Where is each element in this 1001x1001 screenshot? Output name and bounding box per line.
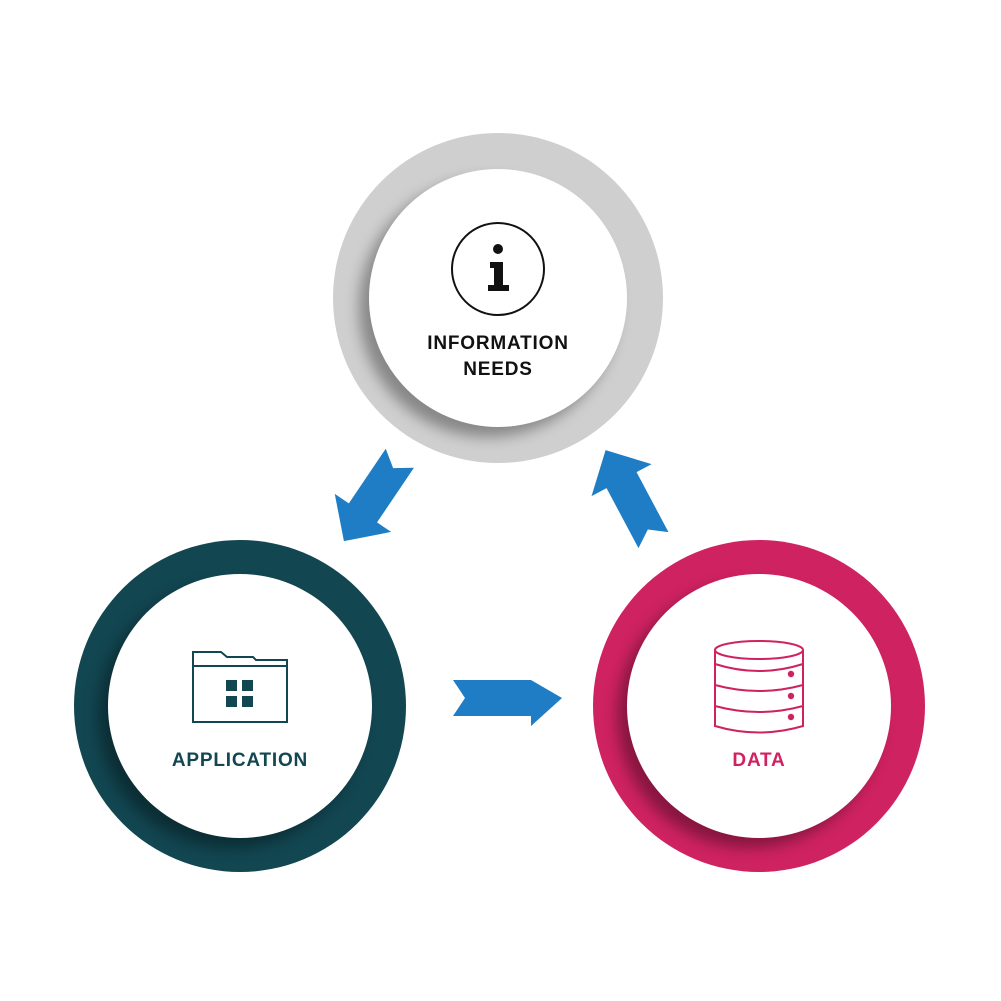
node-application-label: APPLICATION (171, 750, 309, 771)
node-information-needs-disc: INFORMATION NEEDS (369, 169, 627, 427)
arrow-info-to-application (334, 448, 414, 542)
node-data-label: DATA (732, 750, 786, 771)
label-line-1: INFORMATION (427, 333, 569, 354)
node-application: APPLICATION (74, 540, 406, 872)
arrow-data-to-info (591, 450, 669, 549)
node-application-disc: APPLICATION (108, 574, 372, 838)
info-icon (451, 222, 545, 316)
folder-app-icon (192, 651, 288, 723)
label-line-2: NEEDS (463, 359, 533, 380)
arrow-application-to-data (453, 680, 562, 726)
node-information-needs-label: INFORMATION NEEDS (369, 331, 627, 383)
node-data: DATA (593, 540, 925, 872)
node-information-needs: INFORMATION NEEDS (333, 133, 663, 463)
database-icon (714, 640, 804, 734)
node-data-disc: DATA (627, 574, 891, 838)
